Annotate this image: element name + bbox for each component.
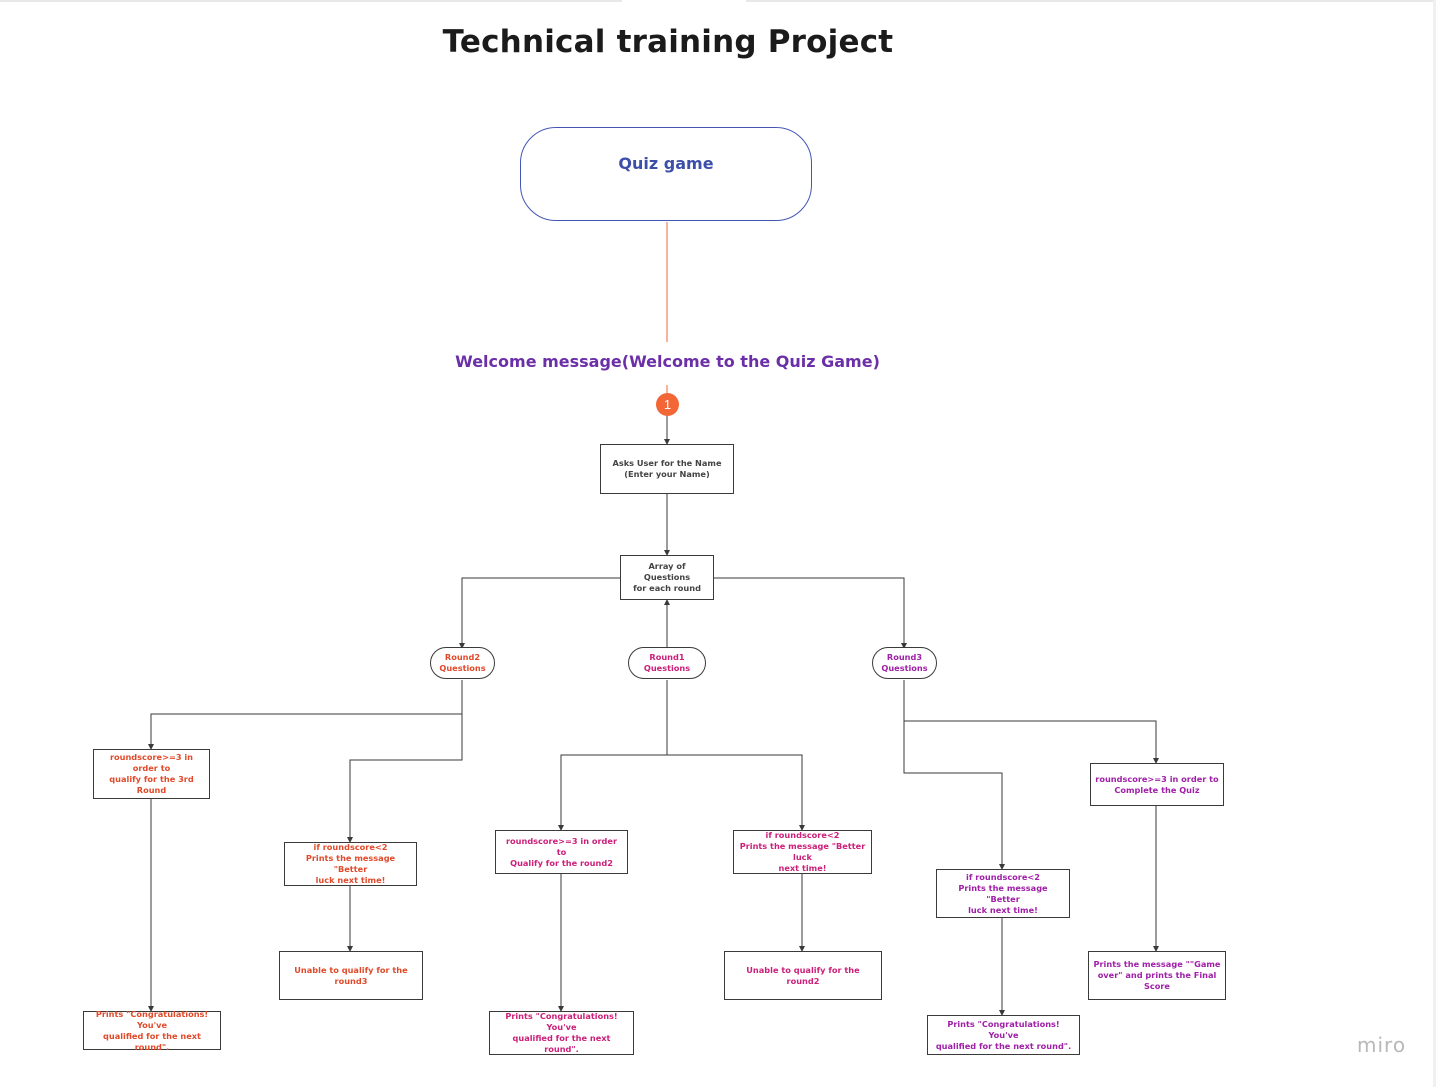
round3-fail-result[interactable]: Prints "Congratulations! You've qualifie… <box>927 1015 1080 1055</box>
round3-pass-condition[interactable]: roundscore>=3 in order to Complete the Q… <box>1090 763 1224 806</box>
step-badge[interactable]: 1 <box>656 393 679 416</box>
array-to-round2-connector[interactable] <box>459 577 620 649</box>
miro-logo: miro <box>1357 1033 1407 1057</box>
round2-to-pass-connector[interactable] <box>148 680 463 750</box>
round3-to-fail-connector[interactable] <box>903 721 1005 870</box>
round3-pass-result[interactable]: Prints the message ""Game over" and prin… <box>1088 951 1226 1000</box>
array-to-round3-connector[interactable] <box>714 577 907 649</box>
round2-to-fail-connector[interactable] <box>347 714 463 843</box>
round2-node[interactable]: Round2 Questions <box>430 647 495 679</box>
round1-pass-result[interactable]: Prints "Congratulations! You've qualifie… <box>489 1011 634 1055</box>
round3-fail-condition[interactable]: if roundscore<2 Prints the message "Bett… <box>936 869 1070 918</box>
welcome-message-node[interactable]: Welcome message(Welcome to the Quiz Game… <box>455 352 880 371</box>
round1-fail-result[interactable]: Unable to qualify for the round2 <box>724 951 882 1000</box>
round2-fail-result[interactable]: Unable to qualify for the round3 <box>279 951 423 1000</box>
round1-pass-condition[interactable]: roundscore>=3 in order to Qualify for th… <box>495 830 628 874</box>
round2-pass-result[interactable]: Prints "Congratulations! You've qualifie… <box>83 1009 221 1052</box>
ask-name-node[interactable]: Asks User for the Name (Enter your Name) <box>600 444 734 494</box>
questions-array-node[interactable]: Array of Questions for each round <box>620 555 714 600</box>
round1-node[interactable]: Round1 Questions <box>628 647 706 679</box>
canvas-right-edge <box>1433 0 1436 1087</box>
canvas-top-notch <box>622 0 746 3</box>
board-title: Technical training Project <box>442 24 894 60</box>
round2-pass-condition[interactable]: roundscore>=3 in order to qualify for th… <box>93 749 210 799</box>
round3-to-pass-connector[interactable] <box>903 680 1159 764</box>
round1-to-fail-connector[interactable] <box>667 754 805 831</box>
round1-to-pass-connector[interactable] <box>558 754 667 831</box>
quiz-game-node[interactable]: Quiz game <box>520 127 812 221</box>
round2-fail-condition[interactable]: if roundscore<2 Prints the message "Bett… <box>284 842 417 886</box>
round3-node[interactable]: Round3 Questions <box>872 647 937 679</box>
round1-fail-condition[interactable]: if roundscore<2 Prints the message "Bett… <box>733 830 872 874</box>
